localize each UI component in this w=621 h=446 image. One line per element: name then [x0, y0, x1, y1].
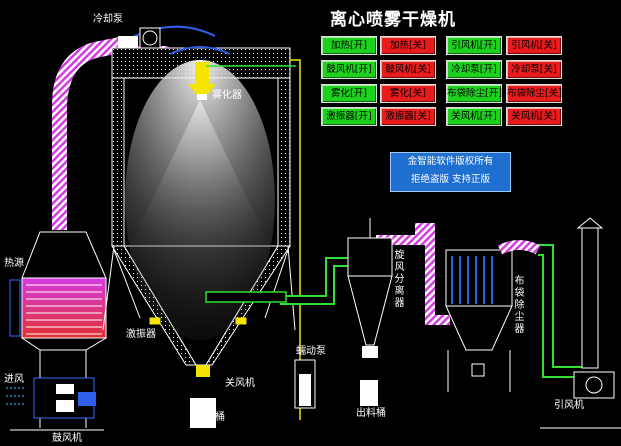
heater [9, 231, 108, 428]
control-button-0-3[interactable]: 引风机[关] [506, 36, 562, 55]
control-button-3-3[interactable]: 关风机[关] [506, 107, 562, 126]
peristaltic-pump-label: 蠕动泵 [296, 346, 326, 357]
control-button-0-0[interactable]: 加热[开] [321, 36, 377, 55]
intake-label: 进风 [4, 374, 24, 385]
blower [6, 377, 104, 431]
bag-filter-label: 布袋除尘器 [514, 276, 525, 335]
control-button-1-0[interactable]: 鼓风机[开] [321, 60, 377, 79]
cyclone-separator [347, 218, 435, 406]
right-bin-label: 出料桶 [356, 408, 386, 419]
control-button-1-1[interactable]: 鼓风机[关] [380, 60, 436, 79]
peristaltic-pump [294, 359, 316, 409]
atomizer [119, 25, 231, 100]
notice-line-1: 金智能软件版权所有 [407, 156, 494, 167]
atomizer-label: 雾化器 [212, 90, 242, 101]
discharge-valve [190, 365, 216, 428]
cooling-pump [118, 27, 161, 49]
control-button-3-2[interactable]: 关风机[开] [446, 107, 502, 126]
control-button-1-2[interactable]: 冷却泵[开] [446, 60, 502, 79]
control-button-2-0[interactable]: 雾化[开] [321, 84, 377, 103]
control-button-3-0[interactable]: 激振器[开] [321, 107, 377, 126]
vibrator-label: 激振器 [126, 329, 156, 340]
bag-filter [425, 232, 541, 392]
drying-chamber [102, 47, 296, 366]
control-button-0-2[interactable]: 引风机[开] [446, 36, 502, 55]
left-bin-label: 出料桶 [195, 412, 225, 423]
discharge-valve-label: 关风机 [225, 378, 255, 389]
pipework [205, 59, 585, 420]
control-button-2-2[interactable]: 布袋除尘[开] [446, 84, 502, 103]
cooling-pump-label: 冷却泵 [93, 14, 123, 25]
notice-line-2: 拒绝盗版 支持正版 [410, 174, 491, 185]
heat-source-label: 热源 [4, 258, 24, 269]
induced-fan-label: 引风机 [554, 400, 584, 411]
induced-fan [540, 217, 621, 429]
control-button-1-3[interactable]: 冷却泵[关] [506, 60, 562, 79]
copyright-notice: 金智能软件版权所有 拒绝盗版 支持正版 [390, 152, 511, 192]
control-button-0-1[interactable]: 加热[关] [380, 36, 436, 55]
control-button-2-1[interactable]: 雾化[关] [380, 84, 436, 103]
cyclone-label: 旋风分离器 [394, 250, 405, 309]
page-title: 离心喷雾干燥机 [330, 10, 456, 30]
control-button-3-1[interactable]: 激振器[关] [380, 107, 436, 126]
control-button-2-3[interactable]: 布袋除尘[关] [506, 84, 562, 103]
blower-label: 鼓风机 [52, 433, 82, 444]
